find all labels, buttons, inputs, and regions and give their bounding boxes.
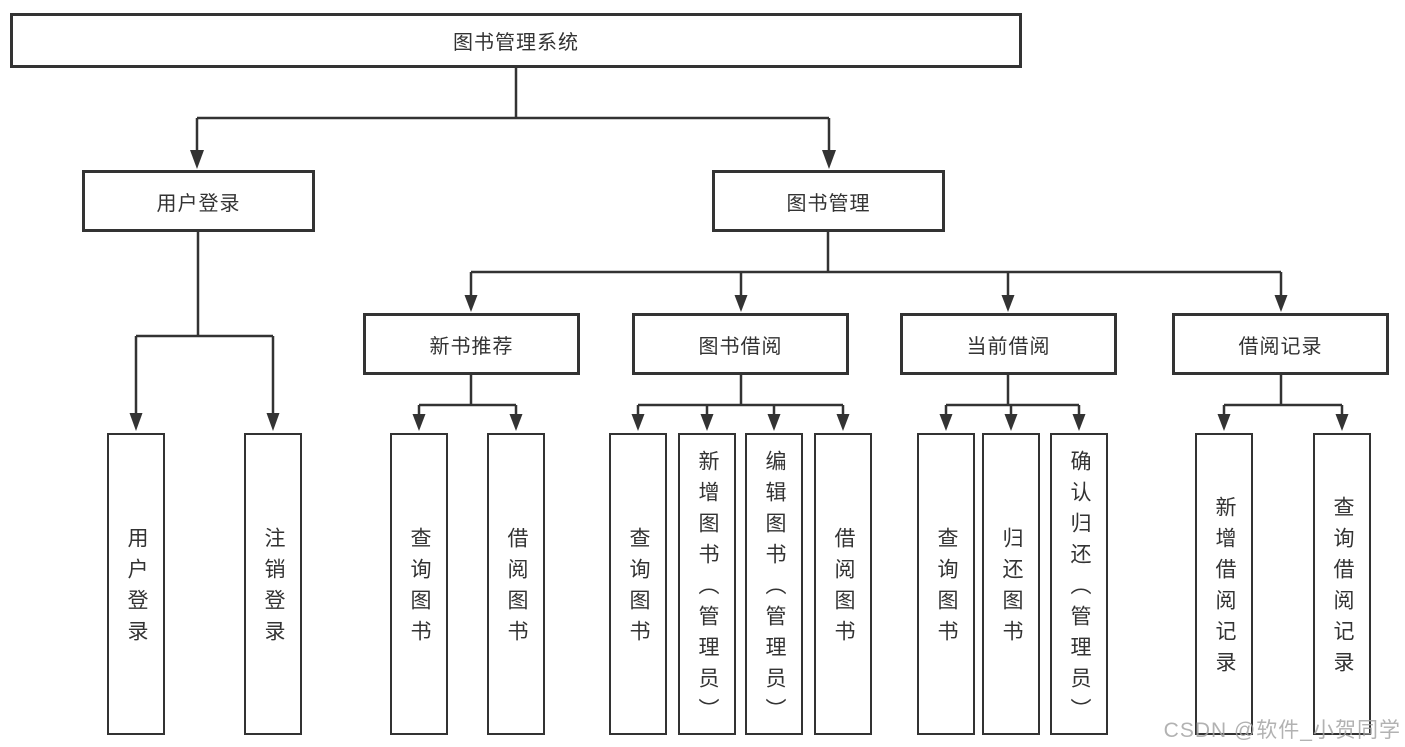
node-current-borrowing: 当前借阅: [900, 313, 1117, 375]
node-leaf-confirm-return-admin: 确认归还（管理员）: [1050, 433, 1108, 735]
node-leaf-borrow-books: 借阅图书: [814, 433, 872, 735]
node-label: 图书管理系统: [453, 32, 579, 54]
node-label: 查询图书: [935, 527, 958, 651]
node-leaf-return-books: 归还图书: [982, 433, 1040, 735]
node-leaf-user-login: 用户登录: [107, 433, 165, 735]
node-root-system: 图书管理系统: [10, 13, 1022, 68]
node-user-login: 用户登录: [82, 170, 315, 232]
node-label: 借阅图书: [505, 527, 528, 651]
node-label: 图书借阅: [698, 335, 783, 358]
node-leaf-edit-books-admin: 编辑图书（管理员）: [745, 433, 803, 735]
node-label: 确认归还（管理员）: [1068, 449, 1091, 729]
node-label: 查询图书: [627, 527, 650, 651]
node-label: 查询借阅记录: [1331, 496, 1354, 682]
node-label: 用户登录: [156, 192, 241, 215]
node-label: 注销登录: [262, 527, 285, 651]
connector-new-book-recommend-to-leaves: [412, 375, 523, 431]
node-leaf-logout: 注销登录: [244, 433, 302, 735]
node-label: 用户登录: [125, 527, 148, 651]
node-leaf-query-books-current: 查询图书: [917, 433, 975, 735]
node-leaf-add-borrow-record: 新增借阅记录: [1195, 433, 1253, 735]
connector-user-login-to-leaves: [129, 232, 280, 431]
node-label: 借阅图书: [832, 527, 855, 651]
node-label: 编辑图书（管理员）: [763, 449, 786, 729]
connector-borrowing-records-to-leaves: [1217, 375, 1349, 431]
node-leaf-add-books-admin: 新增图书（管理员）: [678, 433, 736, 735]
node-label: 查询图书: [408, 527, 431, 651]
node-leaf-query-books-borrowing: 查询图书: [609, 433, 667, 735]
node-label: 当前借阅: [966, 335, 1051, 358]
node-label: 新增借阅记录: [1213, 496, 1236, 682]
node-label: 归还图书: [1000, 527, 1023, 651]
node-label: 新书推荐: [429, 335, 514, 358]
node-book-borrowing: 图书借阅: [632, 313, 849, 375]
node-label: 图书管理: [786, 192, 871, 215]
node-label: 新增图书（管理员）: [696, 449, 719, 729]
node-leaf-borrow-books-recommend: 借阅图书: [487, 433, 545, 735]
connector-book-management-to-level3: [464, 232, 1288, 312]
csdn-watermark: CSDN @软件_小贺同学: [1163, 719, 1401, 742]
connector-root-to-level2: [190, 68, 836, 169]
connector-current-borrowing-to-leaves: [939, 375, 1086, 431]
node-label: 借阅记录: [1238, 335, 1323, 358]
node-book-management: 图书管理: [712, 170, 945, 232]
connector-book-borrowing-to-leaves: [631, 375, 850, 431]
node-leaf-query-books-recommend: 查询图书: [390, 433, 448, 735]
node-borrowing-records: 借阅记录: [1172, 313, 1389, 375]
node-new-book-recommend: 新书推荐: [363, 313, 580, 375]
node-leaf-query-borrow-record: 查询借阅记录: [1313, 433, 1371, 735]
